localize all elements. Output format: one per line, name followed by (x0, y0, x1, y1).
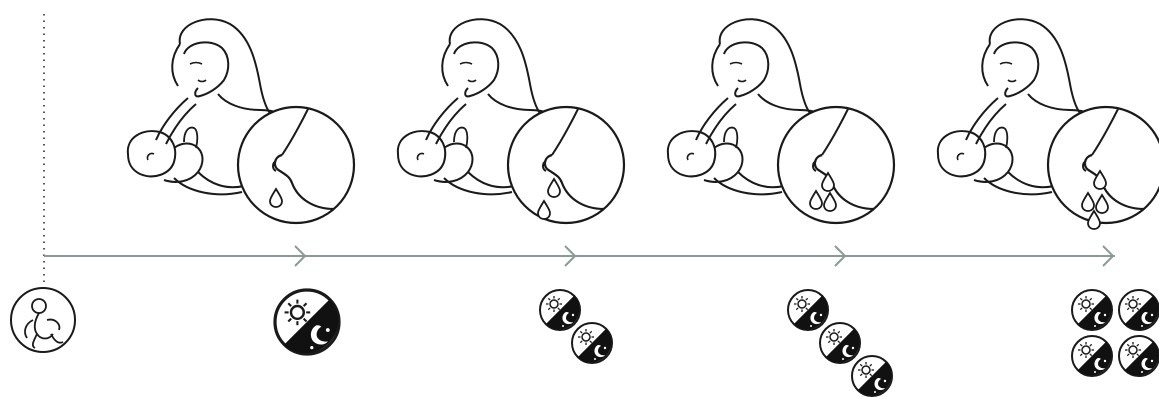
stage-4 (938, 19, 1159, 376)
stage-1 (128, 19, 354, 354)
day-night-icon (1119, 290, 1159, 330)
stages-layer (128, 19, 1159, 396)
day-night-icon (1119, 336, 1159, 376)
breast-detail-circle (508, 107, 624, 223)
day-night-icon (852, 356, 892, 396)
day-night-icon (275, 290, 339, 354)
day-night-icon (820, 323, 860, 363)
day-night-icon (788, 290, 828, 330)
newborn-baby-icon (11, 288, 75, 352)
breast-detail-circle (238, 107, 354, 223)
stage-3 (668, 19, 894, 396)
day-night-icon (572, 323, 612, 363)
day-night-icon (1072, 290, 1112, 330)
day-night-icon (540, 290, 580, 330)
stage-2 (398, 19, 624, 363)
day-night-icon (1072, 336, 1112, 376)
